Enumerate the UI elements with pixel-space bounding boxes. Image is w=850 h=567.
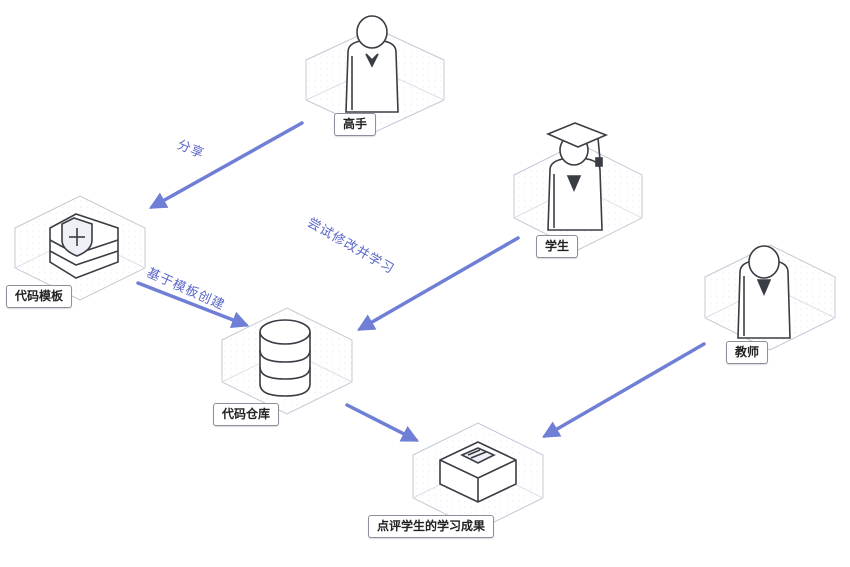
person-icon <box>737 245 791 339</box>
graduate-icon <box>545 122 609 231</box>
arrow-student-to-repo <box>356 236 520 331</box>
person-icon <box>345 15 399 113</box>
node-label-repo: 代码仓库 <box>213 403 280 426</box>
document-icon <box>439 441 517 503</box>
node-label-expert: 高手 <box>334 113 377 136</box>
arrow-template-to-repo <box>136 281 250 329</box>
arrow-expert-to-template <box>148 121 304 209</box>
node-label-student: 学生 <box>536 235 579 258</box>
database-icon <box>259 319 311 397</box>
arrows <box>136 121 706 442</box>
node-label-template: 代码模板 <box>6 285 73 308</box>
shield-icon <box>49 213 119 279</box>
node-label-teacher: 教师 <box>726 341 769 364</box>
node-label-review: 点评学生的学习成果 <box>368 515 495 538</box>
arrow-teacher-to-review <box>541 342 706 438</box>
arrow-repo-to-review <box>345 403 420 442</box>
